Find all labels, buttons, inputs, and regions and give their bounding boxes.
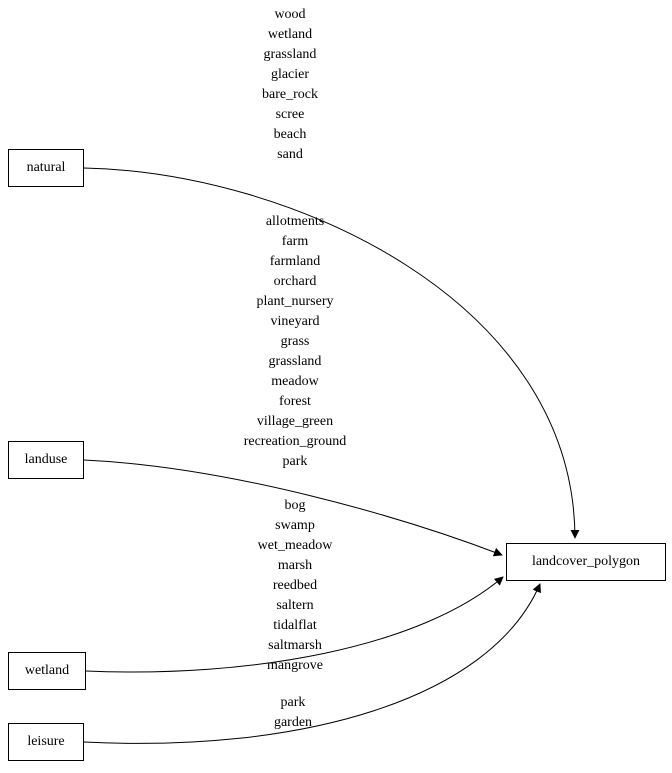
edge-label-line: park	[282, 454, 308, 469]
edge-label-line: plant_nursery	[256, 294, 334, 309]
edge-label-line: beach	[273, 127, 307, 142]
node-wetland: wetland	[8, 652, 86, 690]
edge-landuse-to-landcover_polygon	[83, 459, 503, 557]
edge-label-line: marsh	[277, 558, 313, 573]
node-landuse: landuse	[8, 441, 84, 479]
edge-label-line: swamp	[275, 518, 315, 533]
node-natural: natural	[8, 149, 84, 187]
edge-label-line: allotments	[265, 214, 325, 229]
node-landcover_polygon-label: landcover_polygon	[531, 554, 641, 569]
edge-label-line: saltmarsh	[268, 638, 322, 653]
edge-label-line: park	[280, 695, 306, 710]
edge-label-line: mangrove	[267, 658, 323, 673]
edge-labels-natural: wood wetland grassland glacier bare_rock…	[190, 5, 390, 165]
edge-wetland-to-landcover_polygon	[85, 576, 504, 673]
node-wetland-label: wetland	[24, 663, 70, 678]
node-leisure-label: leisure	[27, 734, 65, 749]
edge-label-line: orchard	[273, 274, 317, 289]
node-landcover_polygon: landcover_polygon	[506, 543, 666, 581]
edge-label-line: bare_rock	[262, 87, 318, 102]
node-natural-label: natural	[26, 160, 66, 175]
node-landuse-label: landuse	[24, 452, 68, 467]
edge-label-line: meadow	[271, 374, 319, 389]
edge-label-line: farm	[281, 234, 309, 249]
edge-label-line: wood	[274, 7, 306, 22]
edge-label-line: forest	[279, 394, 311, 409]
edge-label-line: recreation_ground	[243, 434, 347, 449]
edge-natural-to-landcover_polygon	[83, 167, 580, 539]
node-leisure: leisure	[8, 723, 84, 761]
edge-label-line: grass	[280, 334, 310, 349]
edge-label-line: grassland	[263, 47, 317, 62]
edge-label-line: wet_meadow	[257, 538, 333, 553]
edge-label-line: wetland	[267, 27, 313, 42]
edge-label-line: village_green	[256, 414, 334, 429]
edge-label-line: grassland	[268, 354, 322, 369]
edge-labels-leisure: park garden	[193, 693, 393, 733]
edge-label-line: reedbed	[272, 578, 318, 593]
edge-labels-wetland: bog swamp wet_meadow marsh reedbed salte…	[195, 496, 395, 676]
edge-label-line: glacier	[270, 67, 310, 82]
edge-label-line: tidalflat	[273, 618, 317, 633]
edge-label-line: bog	[284, 498, 306, 513]
edge-label-line: scree	[275, 107, 305, 122]
edge-labels-landuse: allotments farm farmland orchard plant_n…	[195, 212, 395, 472]
edge-label-line: sand	[277, 147, 303, 162]
edge-label-line: vineyard	[270, 314, 320, 329]
edge-label-line: garden	[273, 715, 313, 730]
edge-label-line: farmland	[269, 254, 321, 269]
edge-label-line: saltern	[276, 598, 314, 613]
edge-leisure-to-landcover_polygon	[83, 583, 541, 744]
